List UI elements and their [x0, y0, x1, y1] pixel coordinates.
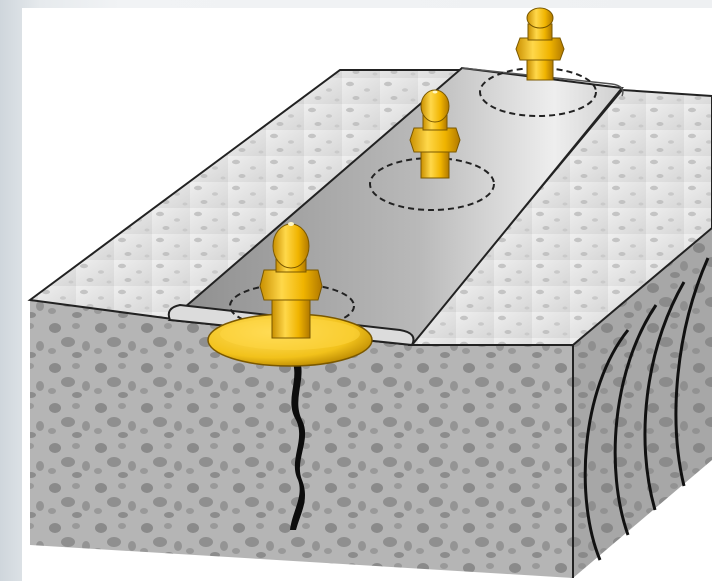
- injection-port-icon: [207, 222, 373, 367]
- crack-icon: [290, 360, 306, 530]
- injection-port-icon: [409, 89, 461, 179]
- injection-port-icon: [515, 7, 565, 81]
- concrete-right-face: [573, 228, 712, 578]
- right-face-crack-lines: [583, 257, 710, 561]
